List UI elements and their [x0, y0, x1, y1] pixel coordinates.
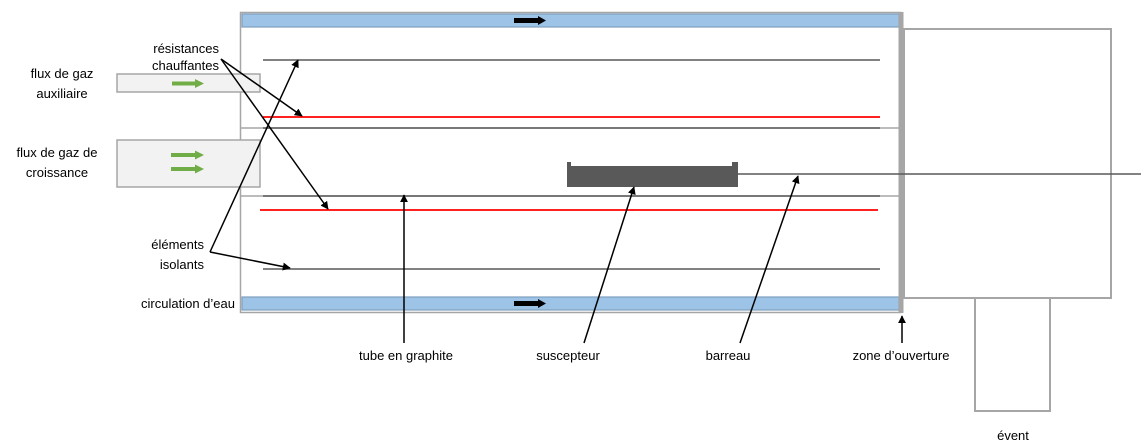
top-water-arrow — [514, 16, 546, 25]
arrow-resistances-to-upper — [220, 58, 303, 117]
arrow-insulating-to-bottom — [209, 251, 291, 271]
label-vent: évent — [997, 428, 1029, 441]
arrow-insulating-to-top — [209, 59, 299, 253]
bottom-water-jacket — [241, 296, 900, 311]
growth-gas-inlet — [116, 139, 261, 188]
label-graphite-tube: tube en graphite — [359, 348, 453, 363]
label-growth-flow-line2: croissance — [26, 165, 88, 180]
label-rod: barreau — [706, 348, 751, 363]
bottom-water-arrow — [514, 299, 546, 308]
top-water-jacket — [241, 13, 900, 28]
growth-gas-arrow-2 — [171, 164, 204, 174]
label-resistances-line1: résistances — [153, 41, 219, 56]
label-susceptor: suscepteur — [536, 348, 600, 363]
label-insulating-line1: éléments — [151, 237, 204, 252]
arrow-rod — [739, 175, 800, 344]
growth-gas-arrow-1 — [171, 150, 204, 160]
arrow-susceptor — [583, 186, 636, 344]
label-water-circulation: circulation d’eau — [141, 296, 235, 311]
label-growth-flow-line1: flux de gaz de — [17, 145, 98, 160]
aux-gas-arrow — [172, 79, 204, 88]
label-aux-flow-line2: auxiliaire — [36, 86, 87, 101]
label-insulating-line2: isolants — [160, 257, 205, 272]
label-resistances-line2: chauffantes — [152, 58, 219, 73]
load-chamber — [903, 28, 1112, 299]
label-opening-zone: zone d’ouverture — [853, 348, 950, 363]
label-aux-flow-line1: flux de gaz — [31, 66, 94, 81]
susceptor — [567, 162, 738, 187]
arrow-resistances-to-lower — [220, 58, 329, 210]
vent-duct — [974, 297, 1051, 412]
